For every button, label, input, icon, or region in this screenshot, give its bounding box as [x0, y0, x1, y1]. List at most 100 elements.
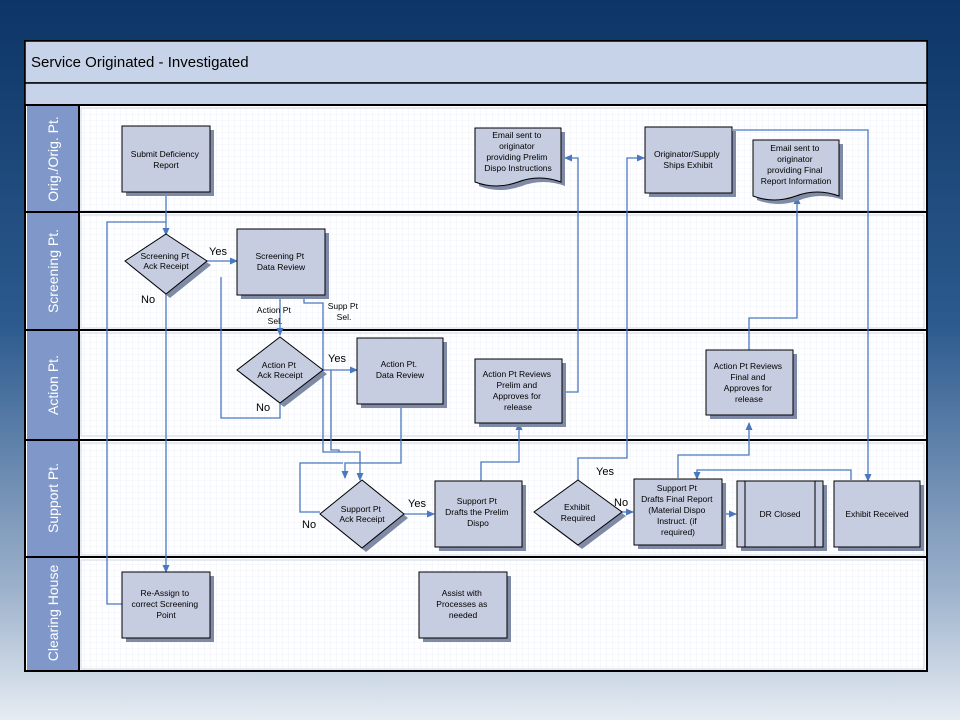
exhibit-received-node: Exhibit Received [833, 480, 924, 551]
label-no-action: No [256, 402, 270, 414]
connectors [106, 129, 872, 605]
lane-label-support: Support Pt. [45, 463, 61, 533]
submit-node-line-2: Report [153, 160, 179, 170]
svg-text:Action Pt Sel.: Action Pt Sel. [257, 305, 293, 326]
orig-ships-line-2: Ships Exhibit [663, 160, 713, 170]
support-ack-decision-node: Support Pt Ack Receipt [319, 479, 408, 552]
action-ack-line-2: Ack Receipt [257, 370, 303, 380]
exhibit-required-decision-node: Exhibit Required [533, 479, 626, 549]
support-prelim-line-1: Support Pt [457, 496, 498, 506]
action-final-line-1: Action Pt Reviews [714, 361, 783, 371]
email-prelim-line-1: Email sent to [492, 130, 541, 140]
svg-text:Exhibit Received: Exhibit Received [845, 509, 909, 519]
dr-closed-node: DR Closed [736, 480, 827, 551]
action-reviews-prelim-node: Action Pt Reviews Prelim and Approves fo… [474, 358, 566, 427]
lane-separators [25, 104, 927, 671]
lane-label-clearing: Clearing House [45, 565, 61, 662]
svg-text:Assist with Processes as: Assist with Processes as needed [436, 588, 489, 620]
svg-text:Action Pt Ack Receipt: Action Pt Ack Receipt [257, 360, 303, 380]
action-data-review-node: Action Pt. Data Review [356, 337, 447, 408]
dr-closed-line-1: DR Closed [759, 509, 800, 519]
support-final-line-4: Instruct. (if [657, 516, 697, 526]
action-review-line-1: Action Pt. [381, 359, 417, 369]
label-yes-exhibit: Yes [596, 466, 614, 478]
assist-processes-node: Assist with Processes as needed [418, 571, 511, 642]
page-title: Service Originated - Investigated [31, 54, 249, 71]
lane-label-orig: Orig./Orig. Pt. [45, 116, 61, 202]
screening-ack-line-1: Screening Pt [140, 251, 189, 261]
label-no-screening: No [141, 294, 155, 306]
exhibit-required-line-2: Required [561, 513, 596, 523]
action-ack-line-1: Action Pt [262, 360, 297, 370]
exhibit-received-line-1: Exhibit Received [845, 509, 909, 519]
email-final-line-3: providing Final [767, 165, 822, 175]
action-prelim-line-1: Action Pt Reviews [483, 369, 552, 379]
action-final-line-3: Approves for [724, 383, 772, 393]
svg-text:Action Pt Reviews Final: Action Pt Reviews Final and Approves for… [714, 361, 785, 404]
submit-node-line-1: Submit Deficiency [131, 149, 200, 159]
svg-text:Action Pt. Data Review: Action Pt. Data Review [376, 359, 425, 380]
assist-line-3: needed [449, 610, 478, 620]
reassign-line-3: Point [156, 610, 176, 620]
support-drafts-prelim-node: Support Pt Drafts the Prelim Dispo [434, 480, 526, 551]
label-no-support: No [302, 519, 316, 531]
action-final-line-2: Final and [730, 372, 765, 382]
originator-ships-exhibit-node: Originator/Supply Ships Exhibit [644, 126, 736, 197]
support-final-line-1: Support Pt [657, 483, 698, 493]
email-prelim-line-3: providing Prelim [486, 152, 547, 162]
email-final-line-2: originator [777, 154, 813, 164]
label-action-pt-sel-1: Action Pt [257, 305, 292, 315]
action-prelim-line-4: release [504, 402, 532, 412]
svg-text:Action Pt Reviews Prelim: Action Pt Reviews Prelim and Approves fo… [483, 369, 554, 412]
reassign-screening-node: Re-Assign to correct Screening Point [121, 571, 214, 642]
support-prelim-line-3: Dispo [467, 518, 489, 528]
action-reviews-final-node: Action Pt Reviews Final and Approves for… [705, 349, 797, 419]
label-supp-pt-sel-1: Supp Pt [328, 301, 359, 311]
support-final-line-5: required) [661, 527, 695, 537]
orig-ships-line-1: Originator/Supply [654, 149, 720, 159]
screening-ack-decision-node: Screening Pt Ack Receipt [124, 233, 211, 298]
label-action-pt-sel-2: Sel. [268, 316, 283, 326]
assist-line-1: Assist with [442, 588, 482, 598]
svg-text:Supp Pt Sel.: Supp Pt Sel. [328, 301, 361, 322]
email-prelim-line-2: originator [499, 141, 535, 151]
submit-deficiency-report-node: Submit Deficiency Report [121, 125, 214, 196]
connector-labels: Yes No Action Pt Sel. Supp Pt Sel. Yes N… [141, 246, 628, 531]
action-ack-decision-node: Action Pt Ack Receipt [236, 336, 327, 407]
lane-label-action: Action Pt. [45, 355, 61, 415]
email-prelim-document-node: Email sent to originator providing Preli… [474, 127, 565, 190]
svg-text:Submit Deficiency Report: Submit Deficiency Report [131, 149, 201, 170]
svg-text:Support Pt Drafts the Pr: Support Pt Drafts the Prelim Dispo [445, 496, 511, 528]
screening-ack-line-2: Ack Receipt [143, 261, 189, 271]
email-final-document-node: Email sent to originator providing Final… [752, 139, 843, 204]
label-yes-action: Yes [328, 353, 346, 365]
header-spacer [24, 82, 928, 106]
svg-text:Exhibit Required: Exhibit Required [561, 502, 596, 523]
screening-review-line-2: Data Review [257, 262, 306, 272]
assist-line-2: Processes as [436, 599, 487, 609]
svg-text:Originator/Supply Ships: Originator/Supply Ships Exhibit [654, 149, 722, 170]
support-drafts-final-node: Support Pt Drafts Final Report (Material… [633, 478, 726, 549]
exhibit-required-line-1: Exhibit [564, 502, 590, 512]
reassign-line-2: correct Screening [132, 599, 199, 609]
action-prelim-line-2: Prelim and [496, 380, 537, 390]
label-yes-screening: Yes [209, 246, 227, 258]
svg-text:Email sent to originator: Email sent to originator providing Final… [761, 143, 832, 186]
svg-text:Screening Pt Data Review: Screening Pt Data Review [255, 251, 306, 272]
svg-text:Support Pt Drafts Final: Support Pt Drafts Final Report (Material… [641, 483, 715, 537]
support-ack-line-2: Ack Receipt [339, 514, 385, 524]
action-prelim-line-3: Approves for [493, 391, 541, 401]
svg-text:Support Pt Ack Receipt: Support Pt Ack Receipt [339, 504, 385, 524]
support-ack-line-1: Support Pt [341, 504, 382, 514]
action-final-line-4: release [735, 394, 763, 404]
support-final-line-3: (Material Dispo [648, 505, 705, 515]
action-review-line-2: Data Review [376, 370, 425, 380]
svg-text:Re-Assign to correct Scr: Re-Assign to correct Screening Point [132, 588, 201, 620]
title-bar [24, 40, 928, 84]
email-prelim-line-4: Dispo Instructions [484, 163, 552, 173]
label-yes-support: Yes [408, 498, 426, 510]
email-final-line-4: Report Information [761, 176, 832, 186]
svg-text:DR Closed: DR Closed [759, 509, 800, 519]
svg-text:Email sent to originator: Email sent to originator providing Preli… [484, 130, 552, 173]
screening-data-review-node: Screening Pt Data Review [236, 228, 329, 299]
